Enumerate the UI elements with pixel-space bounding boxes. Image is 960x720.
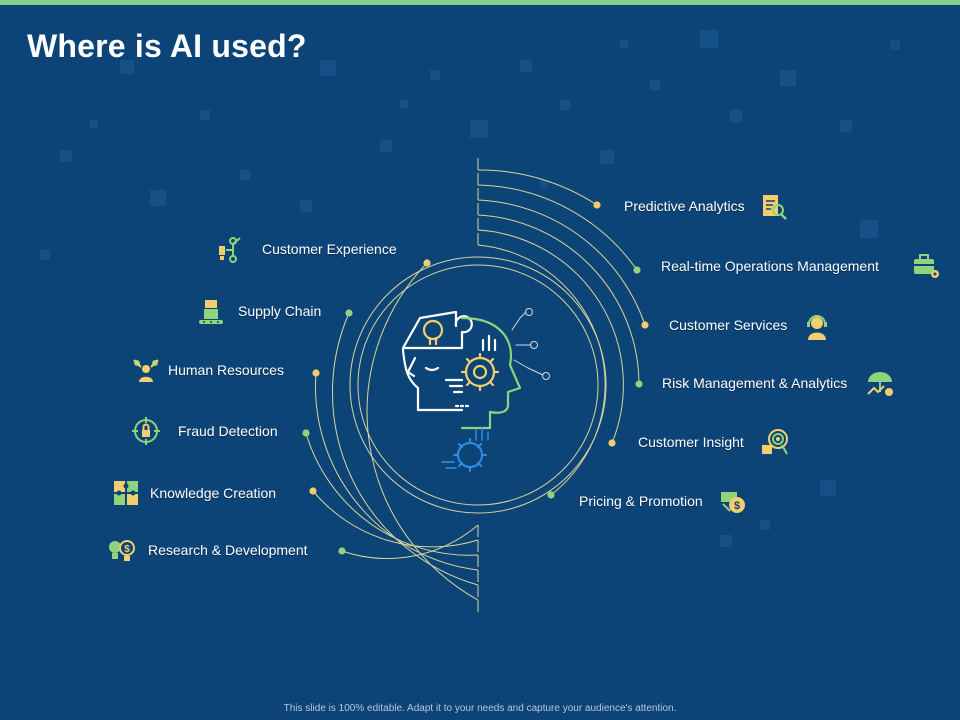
right-connector-dot	[608, 439, 615, 446]
right-arc	[478, 203, 639, 384]
right-arc	[478, 233, 605, 495]
left-connector-dot	[345, 309, 352, 316]
right-connector-dot	[633, 266, 640, 273]
right-arc	[478, 188, 645, 325]
left-arc	[306, 433, 478, 567]
right-connector-dot	[547, 491, 554, 498]
left-arc	[313, 491, 478, 552]
puzzle-icon	[111, 478, 141, 513]
money-tag-icon: $	[718, 487, 748, 522]
team-people-icon	[131, 355, 161, 390]
left-item-label: Research & Development	[148, 542, 308, 558]
support-agent-icon	[802, 312, 832, 347]
left-connector-dot	[423, 259, 430, 266]
right-item-label: Customer Services	[669, 317, 787, 333]
umbrella-chart-icon	[865, 368, 895, 403]
right-arc	[478, 158, 597, 205]
bulb-research-icon: $	[106, 536, 136, 571]
right-item-label: Pricing & Promotion	[579, 493, 703, 509]
left-connector-dot	[338, 547, 345, 554]
flow-network-icon	[216, 234, 246, 269]
right-item-label: Risk Management & Analytics	[662, 375, 847, 391]
right-connector-dot	[635, 380, 642, 387]
right-connector-dot	[641, 321, 648, 328]
right-item-label: Real-time Operations Management	[661, 258, 879, 274]
svg-text:$: $	[734, 500, 740, 512]
ai-head-gear-icon	[403, 309, 550, 472]
target-analysis-icon	[760, 427, 790, 462]
conveyor-boxes-icon	[196, 296, 226, 331]
left-item-label: Fraud Detection	[178, 423, 278, 439]
briefcase-gear-icon	[911, 251, 941, 286]
document-search-icon	[759, 192, 789, 227]
left-item-label: Supply Chain	[238, 303, 321, 319]
svg-text:$: $	[124, 544, 130, 555]
left-connector-dot	[312, 369, 319, 376]
target-lock-icon	[131, 416, 161, 451]
left-item-label: Customer Experience	[262, 241, 397, 257]
left-item-label: Knowledge Creation	[150, 485, 276, 501]
right-item-label: Customer Insight	[638, 434, 744, 450]
left-connector-dot	[309, 487, 316, 494]
right-item-label: Predictive Analytics	[624, 198, 745, 214]
right-connector-dot	[593, 201, 600, 208]
left-connector-dot	[302, 429, 309, 436]
left-item-label: Human Resources	[168, 362, 284, 378]
footer-note: This slide is 100% editable. Adapt it to…	[0, 703, 960, 714]
